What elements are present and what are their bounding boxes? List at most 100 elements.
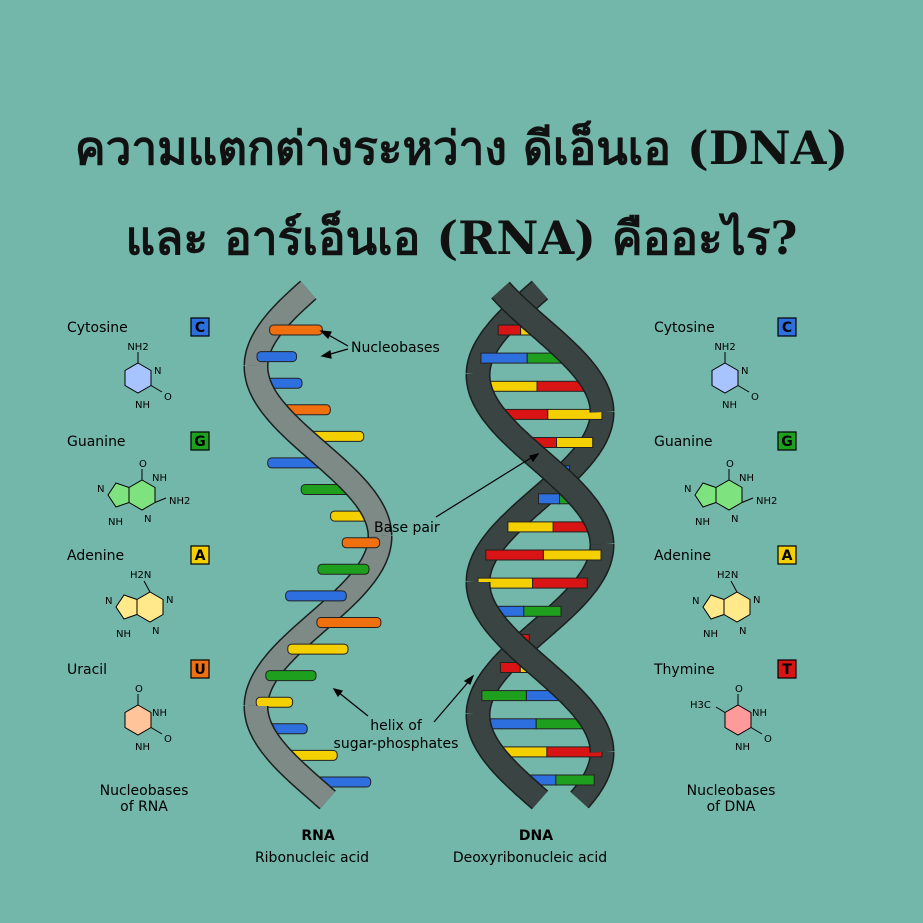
rna-name: RNA <box>301 828 334 844</box>
svg-text:N: N <box>97 484 104 495</box>
legend-name: Adenine <box>654 548 711 564</box>
rna-base-uracil <box>316 617 382 628</box>
legend-name: Thymine <box>653 662 715 678</box>
legend-thymine: Thymine T O H3C NH O NH <box>653 659 797 753</box>
svg-text:NH: NH <box>135 742 150 753</box>
arrowhead <box>319 330 332 340</box>
svg-text:NH: NH <box>695 517 710 528</box>
dna-base-guanine <box>481 690 527 702</box>
rna-full-name: Ribonucleic acid <box>255 850 369 866</box>
rna-base-cytosine <box>285 590 347 602</box>
svg-text:O: O <box>751 392 759 403</box>
svg-text:N: N <box>741 366 748 377</box>
rna-base-guanine <box>265 670 317 682</box>
letter-badge <box>777 545 797 565</box>
letter-badge <box>190 659 210 679</box>
rna-base-adenine <box>255 696 294 708</box>
svg-text:NH: NH <box>135 400 150 411</box>
adenine-structure-icon: H2N N N N NH <box>105 570 173 640</box>
dna-base-adenine <box>547 408 603 420</box>
legend-cytosine: Cytosine C NH2 N NH O <box>67 317 210 411</box>
adenine-structure-icon: H2N N N N NH <box>692 570 760 640</box>
svg-text:NH: NH <box>752 708 767 719</box>
letter-badge <box>777 659 797 679</box>
svg-text:O: O <box>164 392 172 403</box>
guanine-structure-icon: O NH NH2 N N NH <box>684 459 777 528</box>
svg-text:O: O <box>735 684 743 695</box>
svg-text:NH: NH <box>116 629 131 640</box>
svg-text:H2N: H2N <box>717 570 738 581</box>
page-title-line-1: ความแตกต่างระหว่าง ดีเอ็นเอ (DNA) <box>74 121 849 175</box>
caption-rna-bases-line-1: Nucleobases <box>100 783 189 799</box>
arrowhead <box>332 688 344 698</box>
caption-dna-bases-line-1: Nucleobases <box>687 783 776 799</box>
annotation-arrows <box>319 330 540 723</box>
svg-text:NH2: NH2 <box>127 342 148 353</box>
page-title-line-2: และ อาร์เอ็นเอ (RNA) คืออะไร? <box>125 211 798 265</box>
svg-text:N: N <box>739 626 746 637</box>
svg-text:O: O <box>764 734 772 745</box>
letter: G <box>194 434 206 450</box>
svg-text:NH: NH <box>152 473 167 484</box>
arrowhead <box>463 674 475 685</box>
letter: C <box>195 320 205 336</box>
svg-text:N: N <box>152 626 159 637</box>
svg-text:N: N <box>753 595 760 606</box>
dna-nucleobase-legend: Cytosine C NH2 N NH O Guanine G <box>653 317 797 753</box>
dna-name: DNA <box>519 828 553 844</box>
letter: T <box>782 662 792 678</box>
dna-base-adenine <box>507 521 554 533</box>
rna-base-cytosine <box>256 351 297 363</box>
dna-base-thymine <box>497 324 522 336</box>
letter-badge <box>190 431 210 451</box>
letter-badge <box>777 317 797 337</box>
svg-text:N: N <box>684 484 691 495</box>
svg-text:N: N <box>166 595 173 606</box>
dna-base-guanine <box>523 605 562 617</box>
thymine-structure-icon: O H3C NH O NH <box>690 684 772 753</box>
letter-badge <box>190 317 210 337</box>
letter: A <box>782 548 793 564</box>
letter-badge <box>190 545 210 565</box>
dna-base-thymine <box>485 549 544 561</box>
arrowhead <box>529 453 540 463</box>
legend-cytosine: Cytosine C NH2 N NH O <box>654 317 797 411</box>
rna-backbone <box>245 697 337 809</box>
svg-text:H3C: H3C <box>690 700 711 711</box>
svg-text:O: O <box>135 684 143 695</box>
label-base-pair: Base pair <box>374 520 440 536</box>
legend-guanine: Guanine G O NH NH2 N N NH <box>67 431 210 528</box>
legend-guanine: Guanine G O NH NH2 N N NH <box>654 431 797 528</box>
svg-text:N: N <box>692 596 699 607</box>
rna-base-guanine <box>317 563 370 575</box>
legend-name: Uracil <box>67 662 107 678</box>
caption-dna-bases-line-2: of DNA <box>707 799 756 815</box>
rna-base-uracil <box>341 537 381 549</box>
svg-text:NH2: NH2 <box>169 496 190 507</box>
legend-name: Cytosine <box>654 320 715 336</box>
guanine-structure-icon: O NH NH2 N N NH <box>97 459 190 528</box>
svg-text:O: O <box>139 459 147 470</box>
legend-name: Guanine <box>67 434 126 450</box>
cytosine-structure-icon: NH2 N NH O <box>124 342 172 411</box>
dna-backbone-strand-1 <box>467 705 549 809</box>
svg-text:N: N <box>731 514 738 525</box>
arrow-helix-dna <box>433 679 471 723</box>
svg-text:NH: NH <box>108 517 123 528</box>
letter: G <box>781 434 793 450</box>
dna-backbone-strand-2 <box>491 281 613 421</box>
svg-text:NH: NH <box>152 708 167 719</box>
legend-name: Guanine <box>654 434 713 450</box>
rna-backbone <box>245 357 391 545</box>
dna-helix-front <box>465 279 615 811</box>
rna-base-adenine <box>287 643 349 655</box>
dna-base-cytosine <box>538 493 561 505</box>
legend-name: Adenine <box>67 548 124 564</box>
letter: C <box>782 320 792 336</box>
svg-text:NH: NH <box>722 400 737 411</box>
arrow-base-pair <box>435 455 535 518</box>
arrowhead <box>320 350 332 359</box>
dna-backbone-strand-2 <box>467 573 613 761</box>
